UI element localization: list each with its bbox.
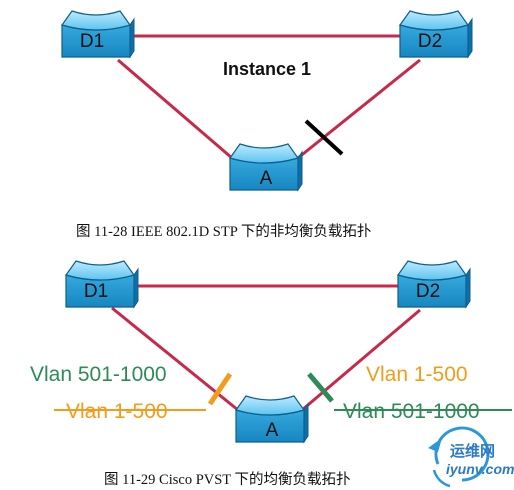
switch-d1-label: D1 — [84, 281, 108, 302]
figure-caption-11-29: 图 11-29 Cisco PVST 下的均衡负载拓扑 — [104, 472, 351, 488]
link-d1-a — [117, 58, 233, 160]
right-vlan-blocked-label: Vlan 501-1000 — [343, 400, 480, 423]
switch-d1[interactable]: D1 — [65, 260, 139, 308]
diagram-1: D1 D2 A Instance 1 — [61, 10, 473, 191]
diagram-2: D1 D2 A Vlan 501-1000 Vlan 1-500 Vlan 1-… — [30, 260, 512, 443]
link-d2-a — [301, 308, 421, 412]
switch-d2-label: D2 — [418, 31, 442, 52]
orange-blocked-marker — [207, 372, 233, 406]
watermark-brand: 运维网 — [450, 442, 495, 460]
left-vlan-forward-label: Vlan 501-1000 — [30, 363, 167, 386]
watermark-logo: 运维网 iyunv.com — [428, 426, 514, 488]
switch-a[interactable]: A — [235, 395, 309, 443]
right-vlan-forward-label: Vlan 1-500 — [366, 363, 468, 386]
instance-label: Instance 1 — [223, 59, 311, 79]
switch-d2[interactable]: D2 — [397, 260, 471, 308]
figure-caption-11-28: 图 11-28 IEEE 802.1D STP 下的非均衡负载拓扑 — [76, 224, 372, 240]
blocked-port-marker — [304, 119, 344, 156]
switch-d2-label: D2 — [416, 281, 440, 302]
watermark-domain: iyunv.com — [446, 461, 514, 477]
link-d2-a — [297, 58, 421, 160]
green-blocked-marker — [307, 372, 334, 403]
switch-a-label: A — [260, 168, 273, 189]
switch-d2[interactable]: D2 — [399, 10, 473, 58]
switch-a[interactable]: A — [229, 143, 303, 191]
switch-d1-label: D1 — [80, 31, 104, 52]
switch-a-label: A — [266, 420, 279, 441]
left-vlan-blocked-label: Vlan 1-500 — [66, 400, 168, 423]
switch-d1[interactable]: D1 — [61, 10, 135, 58]
